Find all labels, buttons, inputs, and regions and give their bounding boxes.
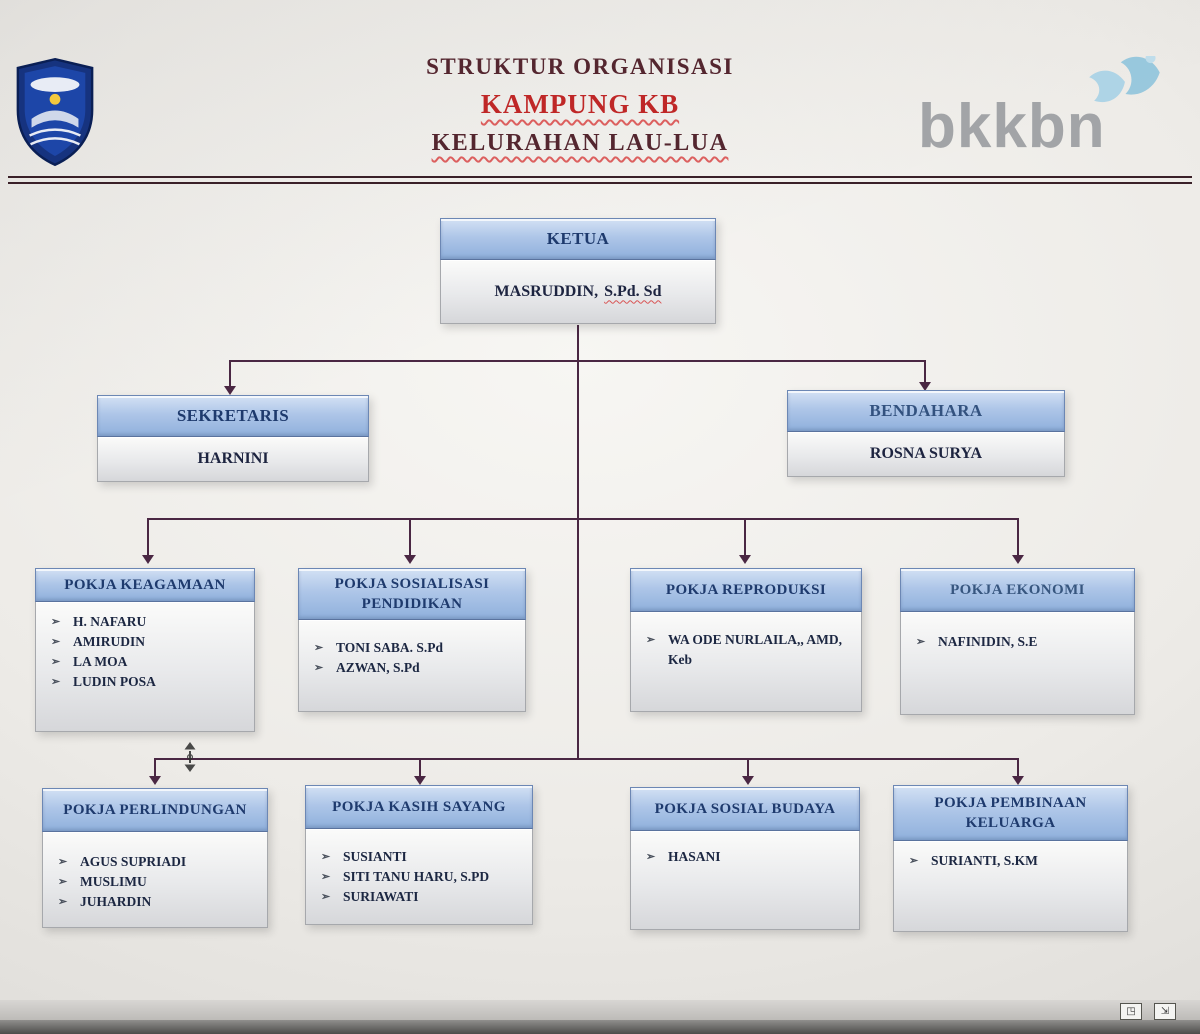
member-item: SITI TANU HARU, S.PD (318, 867, 526, 887)
connector-line (229, 360, 231, 387)
member-item: TONI SABA. S.Pd (311, 638, 519, 658)
connector-arrow (224, 386, 236, 395)
org-node-name: MASRUDDIN, (494, 282, 599, 300)
connector-line (154, 758, 156, 777)
org-node-title: POKJA EKONOMI (900, 568, 1135, 612)
member-list: AGUS SUPRIADI MUSLIMU JUHARDIN (43, 832, 267, 912)
connector-arrow (1012, 555, 1024, 564)
connector-line (147, 518, 1019, 520)
connector-line (147, 518, 149, 556)
org-node-body: WA ODE NURLAILA,, AMD, Keb (630, 612, 862, 712)
member-item: SURIAWATI (318, 887, 526, 907)
connector-arrow (149, 776, 161, 785)
connector-arrow (404, 555, 416, 564)
org-node-name: ROSNA SURYA (787, 432, 1065, 477)
vertical-scroll-cursor-icon (180, 742, 200, 777)
connector-line (747, 758, 749, 777)
org-node-body: MASRUDDIN, S.Pd. Sd (440, 260, 716, 324)
org-node-title: KETUA (440, 218, 716, 260)
fit-width-icon[interactable] (1154, 1003, 1176, 1020)
member-list: NAFINIDIN, S.E (901, 612, 1134, 652)
org-node-body: TONI SABA. S.Pd AZWAN, S.Pd (298, 620, 526, 712)
member-item: NAFINIDIN, S.E (913, 632, 1128, 652)
connector-line (409, 518, 411, 556)
member-item: AZWAN, S.Pd (311, 658, 519, 678)
org-node-title: POKJA SOSIAL BUDAYA (630, 787, 860, 831)
header-divider (8, 176, 1192, 184)
member-list: H. NAFARU AMIRUDIN LA MOA LUDIN POSA (36, 602, 254, 692)
fit-page-icon[interactable] (1120, 1003, 1142, 1020)
screen-bottom-edge (0, 1020, 1200, 1034)
title-line-2: KAMPUNG KB (480, 89, 680, 119)
org-node-title: SEKRETARIS (97, 395, 369, 437)
bkkbn-arrows-icon (1086, 53, 1164, 123)
title-line-3: KELURAHAN LAU-LUA (431, 130, 729, 156)
org-node-pokja-ekonomi: POKJA EKONOMI NAFINIDIN, S.E (900, 568, 1135, 715)
connector-line (1017, 518, 1019, 556)
member-item: H. NAFARU (48, 612, 248, 632)
connector-line (154, 758, 1018, 760)
connector-arrow (1012, 776, 1024, 785)
org-node-pokja-sosial-budaya: POKJA SOSIAL BUDAYA HASANI (630, 787, 860, 930)
member-list: SURIANTI, S.KM (894, 841, 1127, 871)
member-item: AGUS SUPRIADI (55, 852, 261, 872)
connector-line (744, 518, 746, 556)
org-node-sekretaris: SEKRETARIS HARNINI (97, 395, 369, 482)
member-item: MUSLIMU (55, 872, 261, 892)
connector-line (924, 360, 926, 383)
org-node-pokja-sosialisasi-pendidikan: POKJA SOSIALISASI PENDIDIKAN TONI SABA. … (298, 568, 526, 712)
org-node-name: HARNINI (97, 437, 369, 482)
member-item: SURIANTI, S.KM (906, 851, 1121, 871)
connector-arrow (742, 776, 754, 785)
connector-arrow (414, 776, 426, 785)
org-node-title: POKJA SOSIALISASI PENDIDIKAN (298, 568, 526, 620)
member-item: LA MOA (48, 652, 248, 672)
connector-line (577, 325, 579, 758)
org-node-pokja-kasih-sayang: POKJA KASIH SAYANG SUSIANTI SITI TANU HA… (305, 785, 533, 925)
org-node-ketua: KETUA MASRUDDIN, S.Pd. Sd (440, 218, 716, 324)
org-node-title: BENDAHARA (787, 390, 1065, 432)
member-item: JUHARDIN (55, 892, 261, 912)
title-line-1: STRUKTUR ORGANISASI (426, 54, 734, 79)
org-node-bendahara: BENDAHARA ROSNA SURYA (787, 390, 1065, 477)
kelurahan-crest-logo-icon (12, 56, 98, 168)
document-title-block: STRUKTUR ORGANISASI KAMPUNG KB KELURAHAN… (340, 54, 820, 157)
org-node-pokja-reproduksi: POKJA REPRODUKSI WA ODE NURLAILA,, AMD, … (630, 568, 862, 712)
org-node-title: POKJA REPRODUKSI (630, 568, 862, 612)
member-list: SUSIANTI SITI TANU HARU, S.PD SURIAWATI (306, 829, 532, 907)
org-node-title: POKJA KEAGAMAAN (35, 568, 255, 602)
connector-line (229, 360, 926, 362)
org-node-pokja-keagamaan: POKJA KEAGAMAAN H. NAFARU AMIRUDIN LA MO… (35, 568, 255, 732)
org-node-pokja-perlindungan: POKJA PERLINDUNGAN AGUS SUPRIADI MUSLIMU… (42, 788, 268, 928)
org-node-title: POKJA PERLINDUNGAN (42, 788, 268, 832)
member-item: HASANI (643, 847, 853, 867)
member-list: HASANI (631, 831, 859, 867)
bkkbn-logo: bkkbn (918, 53, 1178, 182)
connector-arrow (919, 382, 931, 391)
org-node-title: POKJA KASIH SAYANG (305, 785, 533, 829)
org-node-body: AGUS SUPRIADI MUSLIMU JUHARDIN (42, 832, 268, 928)
org-node-name-suffix: S.Pd. Sd (604, 282, 662, 300)
org-node-title: POKJA PEMBINAAN KELUARGA (893, 785, 1128, 841)
connector-arrow (739, 555, 751, 564)
org-node-body: SURIANTI, S.KM (893, 841, 1128, 932)
connector-line (419, 758, 421, 777)
member-item: WA ODE NURLAILA,, AMD, Keb (643, 630, 847, 670)
member-item: SUSIANTI (318, 847, 526, 867)
connector-line (1017, 758, 1019, 777)
org-node-body: SUSIANTI SITI TANU HARU, S.PD SURIAWATI (305, 829, 533, 925)
status-bar (0, 1000, 1200, 1020)
org-node-body: NAFINIDIN, S.E (900, 612, 1135, 715)
org-node-body: H. NAFARU AMIRUDIN LA MOA LUDIN POSA (35, 602, 255, 732)
org-node-pokja-pembinaan-keluarga: POKJA PEMBINAAN KELUARGA SURIANTI, S.KM (893, 785, 1128, 932)
connector-arrow (142, 555, 154, 564)
member-list: TONI SABA. S.Pd AZWAN, S.Pd (299, 620, 525, 678)
member-item: AMIRUDIN (48, 632, 248, 652)
member-item: LUDIN POSA (48, 672, 248, 692)
bkkbn-wordmark: bkkbn (918, 92, 1106, 161)
member-list: WA ODE NURLAILA,, AMD, Keb (631, 612, 861, 670)
org-node-body: HASANI (630, 831, 860, 930)
